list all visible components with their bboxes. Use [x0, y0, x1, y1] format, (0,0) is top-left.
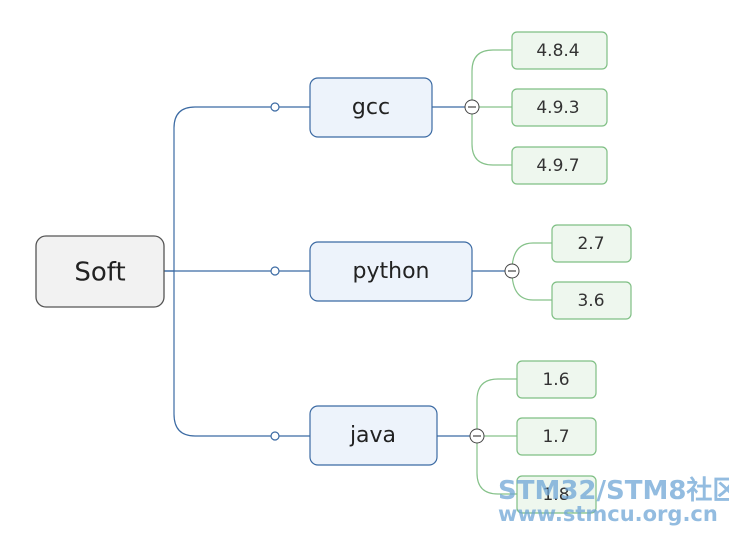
leaf-node-box[interactable] — [551, 224, 632, 263]
connector-root-gcc — [164, 106, 310, 272]
collapse-toggle-java[interactable] — [469, 428, 485, 444]
leaf-node-gcc-3[interactable]: 4.9.7 — [511, 146, 608, 185]
branch-node-java[interactable]: java — [309, 405, 438, 466]
leaf-node-label: 4.8.4 — [536, 41, 579, 61]
root-node[interactable]: Soft — [35, 235, 165, 308]
watermark: STM32/STM8社区 www.stmcu.org.cn — [498, 475, 729, 526]
watermark-line-1: STM32/STM8社区 — [498, 475, 729, 506]
root-node-label: Soft — [74, 258, 125, 288]
collapse-toggle-gcc[interactable] — [464, 99, 480, 115]
leaf-node-box[interactable] — [511, 88, 608, 127]
leaf-node-box[interactable] — [551, 281, 632, 320]
branch-node-label: java — [349, 423, 396, 448]
connector-dot-gcc[interactable] — [270, 102, 280, 112]
leaf-node-label: 1.7 — [542, 427, 569, 447]
leaf-node-python-1[interactable]: 2.7 — [551, 224, 632, 263]
leaf-node-box[interactable] — [511, 31, 608, 70]
leaf-node-gcc-1[interactable]: 4.8.4 — [511, 31, 608, 70]
connector-gcc-leaf-3 — [471, 107, 512, 166]
leaf-node-box[interactable] — [516, 475, 597, 514]
branch-node-box[interactable] — [309, 405, 438, 466]
branch-node-box[interactable] — [309, 77, 433, 138]
java-leaf-connectors — [437, 378, 517, 495]
branch-node-python[interactable]: python — [309, 241, 473, 302]
leaf-node-box[interactable] — [516, 360, 597, 399]
leaf-node-label: 1.6 — [542, 370, 569, 390]
leaf-node-box[interactable] — [516, 417, 597, 456]
leaf-node-label: 4.9.7 — [536, 156, 579, 176]
leaf-node-gcc-2[interactable]: 4.9.3 — [511, 88, 608, 127]
leaf-node-label: 2.7 — [577, 234, 604, 254]
connector-java-leaf-3 — [476, 436, 517, 495]
branch-node-label: python — [353, 259, 430, 284]
leaf-node-java-2[interactable]: 1.7 — [516, 417, 597, 456]
collapse-toggle-python[interactable] — [504, 263, 520, 279]
leaf-node-java-1[interactable]: 1.6 — [516, 360, 597, 399]
root-connectors — [164, 102, 310, 441]
branch-node-label: gcc — [352, 95, 390, 120]
branch-node-box[interactable] — [309, 241, 473, 302]
leaf-node-java-3[interactable]: 1.8 — [516, 475, 597, 514]
leaf-node-label: 3.6 — [577, 291, 604, 311]
connector-root-java — [173, 271, 310, 437]
connector-dot-python[interactable] — [270, 266, 280, 276]
connector-java-leaf-1 — [476, 378, 517, 436]
leaf-node-python-2[interactable]: 3.6 — [551, 281, 632, 320]
leaf-node-label: 1.8 — [542, 485, 569, 505]
gcc-leaf-connectors — [432, 49, 512, 166]
root-node-box[interactable] — [35, 235, 165, 308]
leaf-node-box[interactable] — [511, 146, 608, 185]
connector-gcc-leaf-1 — [471, 49, 512, 107]
watermark-line-2: www.stmcu.org.cn — [498, 502, 718, 526]
connector-dot-java[interactable] — [270, 431, 280, 441]
branch-node-gcc[interactable]: gcc — [309, 77, 433, 138]
leaf-node-label: 4.9.3 — [536, 98, 579, 118]
